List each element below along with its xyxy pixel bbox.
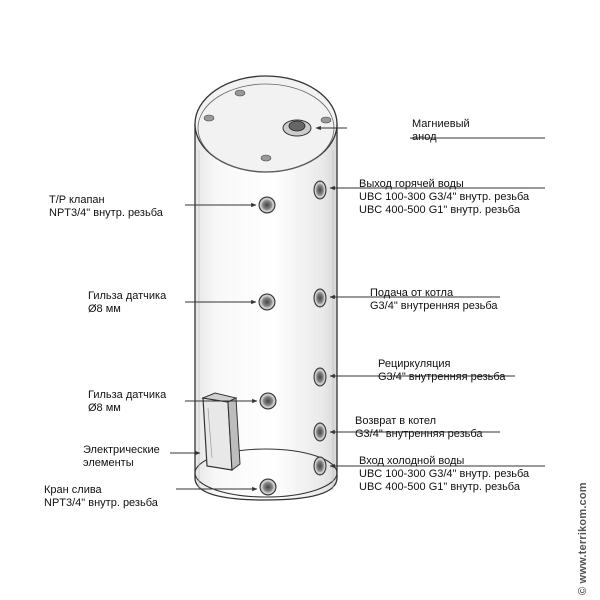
boiler-return-label-line-1: Возврат в котел [355, 415, 437, 427]
cold-water-label-line-3: UBC 400-500 G1" внутр. резьба [359, 481, 520, 493]
lid-bolts [203, 89, 332, 162]
boiler-return-label: Возврат в котел G3/4" внутренняя резьба [355, 415, 483, 441]
tp-valve-label-line-2: NPT3/4" внутр. резьба [49, 207, 163, 219]
boiler-supply-label-line-2: G3/4" внутренняя резьба [370, 300, 498, 312]
watermark: © www.terrikom.com [577, 482, 589, 595]
recirculation-label: Рециркуляция G3/4" внутренняя резьба [378, 358, 506, 384]
anode-port [282, 119, 312, 137]
recirculation-label-line-2: G3/4" внутренняя резьба [378, 371, 506, 383]
sensor-sleeve-2-label: Гильза датчика Ø8 мм [88, 389, 166, 415]
drain-valve-label-line-2: NPT3/4" внутр. резьба [44, 497, 158, 509]
boiler-supply-label-line-1: Подача от котла [370, 287, 454, 299]
anode-label-line-2: анод [412, 131, 437, 143]
front-port-sensor-2 [259, 392, 277, 410]
sensor-sleeve-1-label-line-2: Ø8 мм [88, 303, 121, 315]
drain-valve-label: Кран слива NPT3/4" внутр. резьба [44, 484, 158, 510]
electric-elements-label-line-2: элементы [83, 457, 134, 469]
sensor-sleeve-2-label-line-2: Ø8 мм [88, 402, 121, 414]
tp-valve-label: T/P клапан NPT3/4" внутр. резьба [49, 194, 163, 220]
cold-water-label-line-2: UBC 100-300 G3/4" внутр. резьба [359, 468, 530, 480]
cold-water-label-line-1: Вход холодной воды [359, 455, 465, 467]
sensor-sleeve-1-label: Гильза датчика Ø8 мм [88, 290, 166, 316]
front-port-sensor-1 [258, 293, 276, 311]
hot-water-label-line-2: UBC 100-300 G3/4" внутр. резьба [359, 191, 530, 203]
recirculation-label-line-1: Рециркуляция [378, 358, 451, 370]
front-port-drain [259, 478, 277, 496]
anode-label-line-1: Магниевый [412, 118, 470, 130]
electric-elements-label: Электрические элементы [83, 444, 160, 470]
boiler-return-label-line-2: G3/4" внутренняя резьба [355, 428, 483, 440]
drain-valve-label-line-1: Кран слива [44, 484, 102, 496]
electric-elements-label-line-1: Электрические [83, 444, 160, 456]
hot-water-label-line-1: Выход горячей воды [359, 178, 464, 190]
hot-water-label: Выход горячей воды UBC 100-300 G3/4" вну… [359, 178, 529, 217]
sensor-sleeve-2-label-line-1: Гильза датчика [88, 389, 167, 401]
boiler-supply-label: Подача от котла G3/4" внутренняя резьба [370, 287, 498, 313]
electric-element-housing [201, 392, 241, 471]
leader-lines [170, 125, 545, 492]
sensor-sleeve-1-label-line-1: Гильза датчика [88, 290, 167, 302]
hot-water-label-line-3: UBC 400-500 G1" внутр. резьба [359, 204, 520, 216]
cold-water-label: Вход холодной воды UBC 100-300 G3/4" вну… [359, 455, 529, 494]
side-ports [313, 180, 327, 476]
tp-valve-label-line-1: T/P клапан [49, 194, 105, 206]
anode-label: Магниевый анод [412, 118, 470, 144]
front-port-tp [258, 196, 276, 214]
